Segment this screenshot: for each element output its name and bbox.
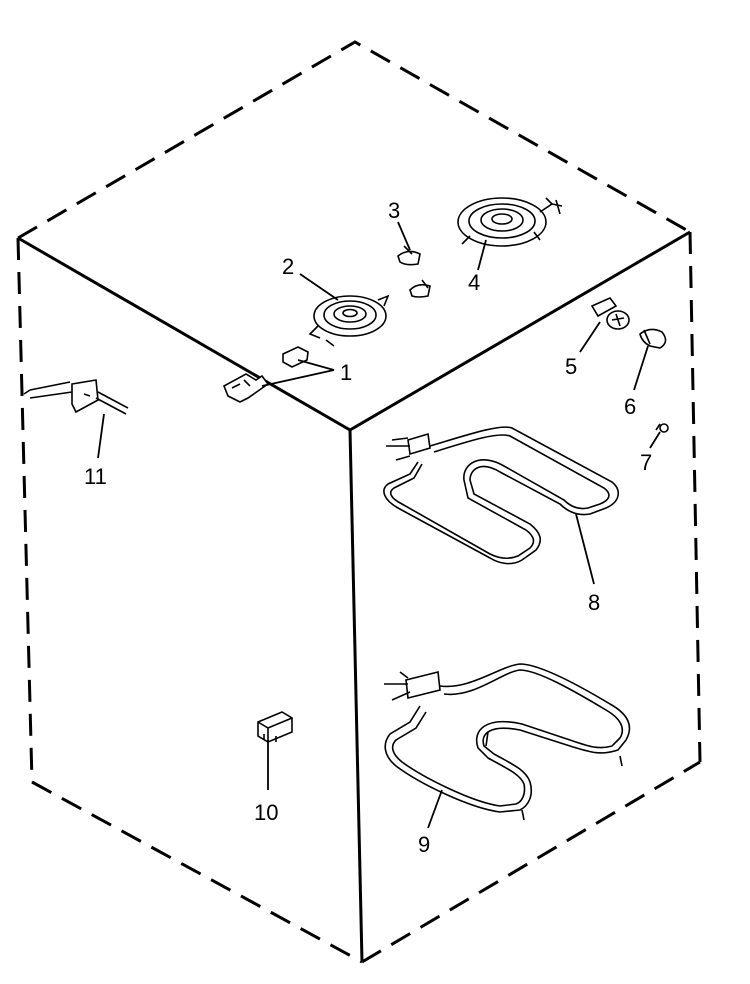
leader-9 [427,789,443,829]
leader-2 [299,273,339,301]
terminal-block [257,711,293,743]
leader-4 [477,239,487,271]
callout-9: 9 [418,832,430,857]
cabinet-bottom-left-edge [31,780,363,964]
callout-5: 5 [565,354,577,379]
surface-element-small [308,294,390,347]
callout-1: 1 [340,360,352,385]
callout-10: 10 [254,800,278,825]
infinite-switch [222,346,309,403]
leader-11 [97,413,105,459]
cabinet-left-edge [16,237,34,783]
callout-7: 7 [640,450,652,475]
leader-7 [649,431,661,449]
cabinet-bottom-right-edge [361,760,701,964]
leader-lines [97,221,661,829]
element-receptacles [397,245,431,298]
bake-element [384,663,631,821]
cabinet-top-front-right-edge [349,230,691,432]
cabinet-top-back-edges [17,40,691,240]
broil-element [383,426,619,565]
leader-1b [297,359,335,371]
leader-6 [633,345,649,391]
cabinet-top-front-left-edge [17,236,351,432]
light-bulb [639,328,667,349]
callout-4: 4 [468,270,480,295]
temperature-sensor [23,379,129,415]
callout-8: 8 [588,590,600,615]
callout-labels: 1 2 3 4 5 6 7 8 9 10 11 [84,198,652,857]
leader-8 [575,513,595,585]
callout-3: 3 [388,198,400,223]
callout-6: 6 [624,394,636,419]
surface-element-large [457,197,563,247]
oven-light-socket [590,297,630,330]
callout-11: 11 [84,464,107,489]
leader-3 [397,221,411,251]
light-clip [655,423,669,433]
cabinet-right-edge [688,231,702,763]
leader-1a [261,369,335,387]
cabinet-outline [16,40,702,964]
callout-2: 2 [282,254,294,279]
leader-5 [579,321,601,353]
cabinet-front-corner-edge [348,429,364,963]
